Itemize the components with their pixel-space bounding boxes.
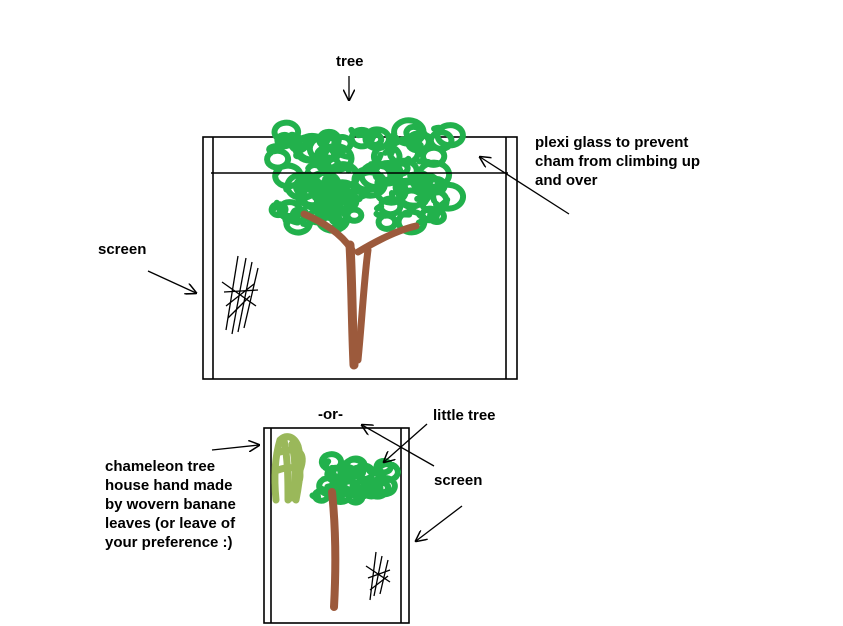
small-enclosure-frame — [263, 427, 410, 624]
screen-mesh-large — [221, 255, 259, 335]
label-screen-bottom: screen — [434, 472, 483, 489]
label-little-tree: little tree — [433, 407, 496, 424]
label-or: -or- — [318, 406, 343, 423]
label-chameleon-house: chameleon tree house hand made by wovern… — [105, 458, 236, 551]
little-tree-arrow — [384, 423, 428, 462]
plexi-glass-arrow — [480, 157, 570, 215]
screen-arrow-bottom-side — [416, 505, 463, 541]
screen-arrow-top — [147, 270, 196, 293]
leaf-scribble — [264, 117, 467, 236]
screen-mesh-small — [365, 551, 391, 601]
small-tree-trunk — [328, 488, 340, 611]
small-enclosure — [263, 427, 410, 624]
screen-arrow-bottom-top — [362, 425, 435, 467]
banana-leaf-stroke — [276, 446, 306, 474]
large-tree-canopy — [264, 117, 467, 236]
banana-leaf-stroke — [274, 464, 304, 488]
small-tree-canopy — [309, 451, 401, 506]
label-plexi-glass: plexi glass to prevent cham from climbin… — [535, 134, 701, 189]
arrows-bottom — [211, 423, 463, 541]
label-tree: tree — [336, 53, 364, 70]
leaf-scribble — [309, 451, 401, 506]
large-tree-trunk — [300, 210, 420, 370]
arrows-top — [147, 76, 570, 293]
banana-leaf-house — [271, 433, 306, 504]
label-screen-top: screen — [98, 241, 147, 258]
chameleon-house-arrow — [211, 445, 259, 450]
